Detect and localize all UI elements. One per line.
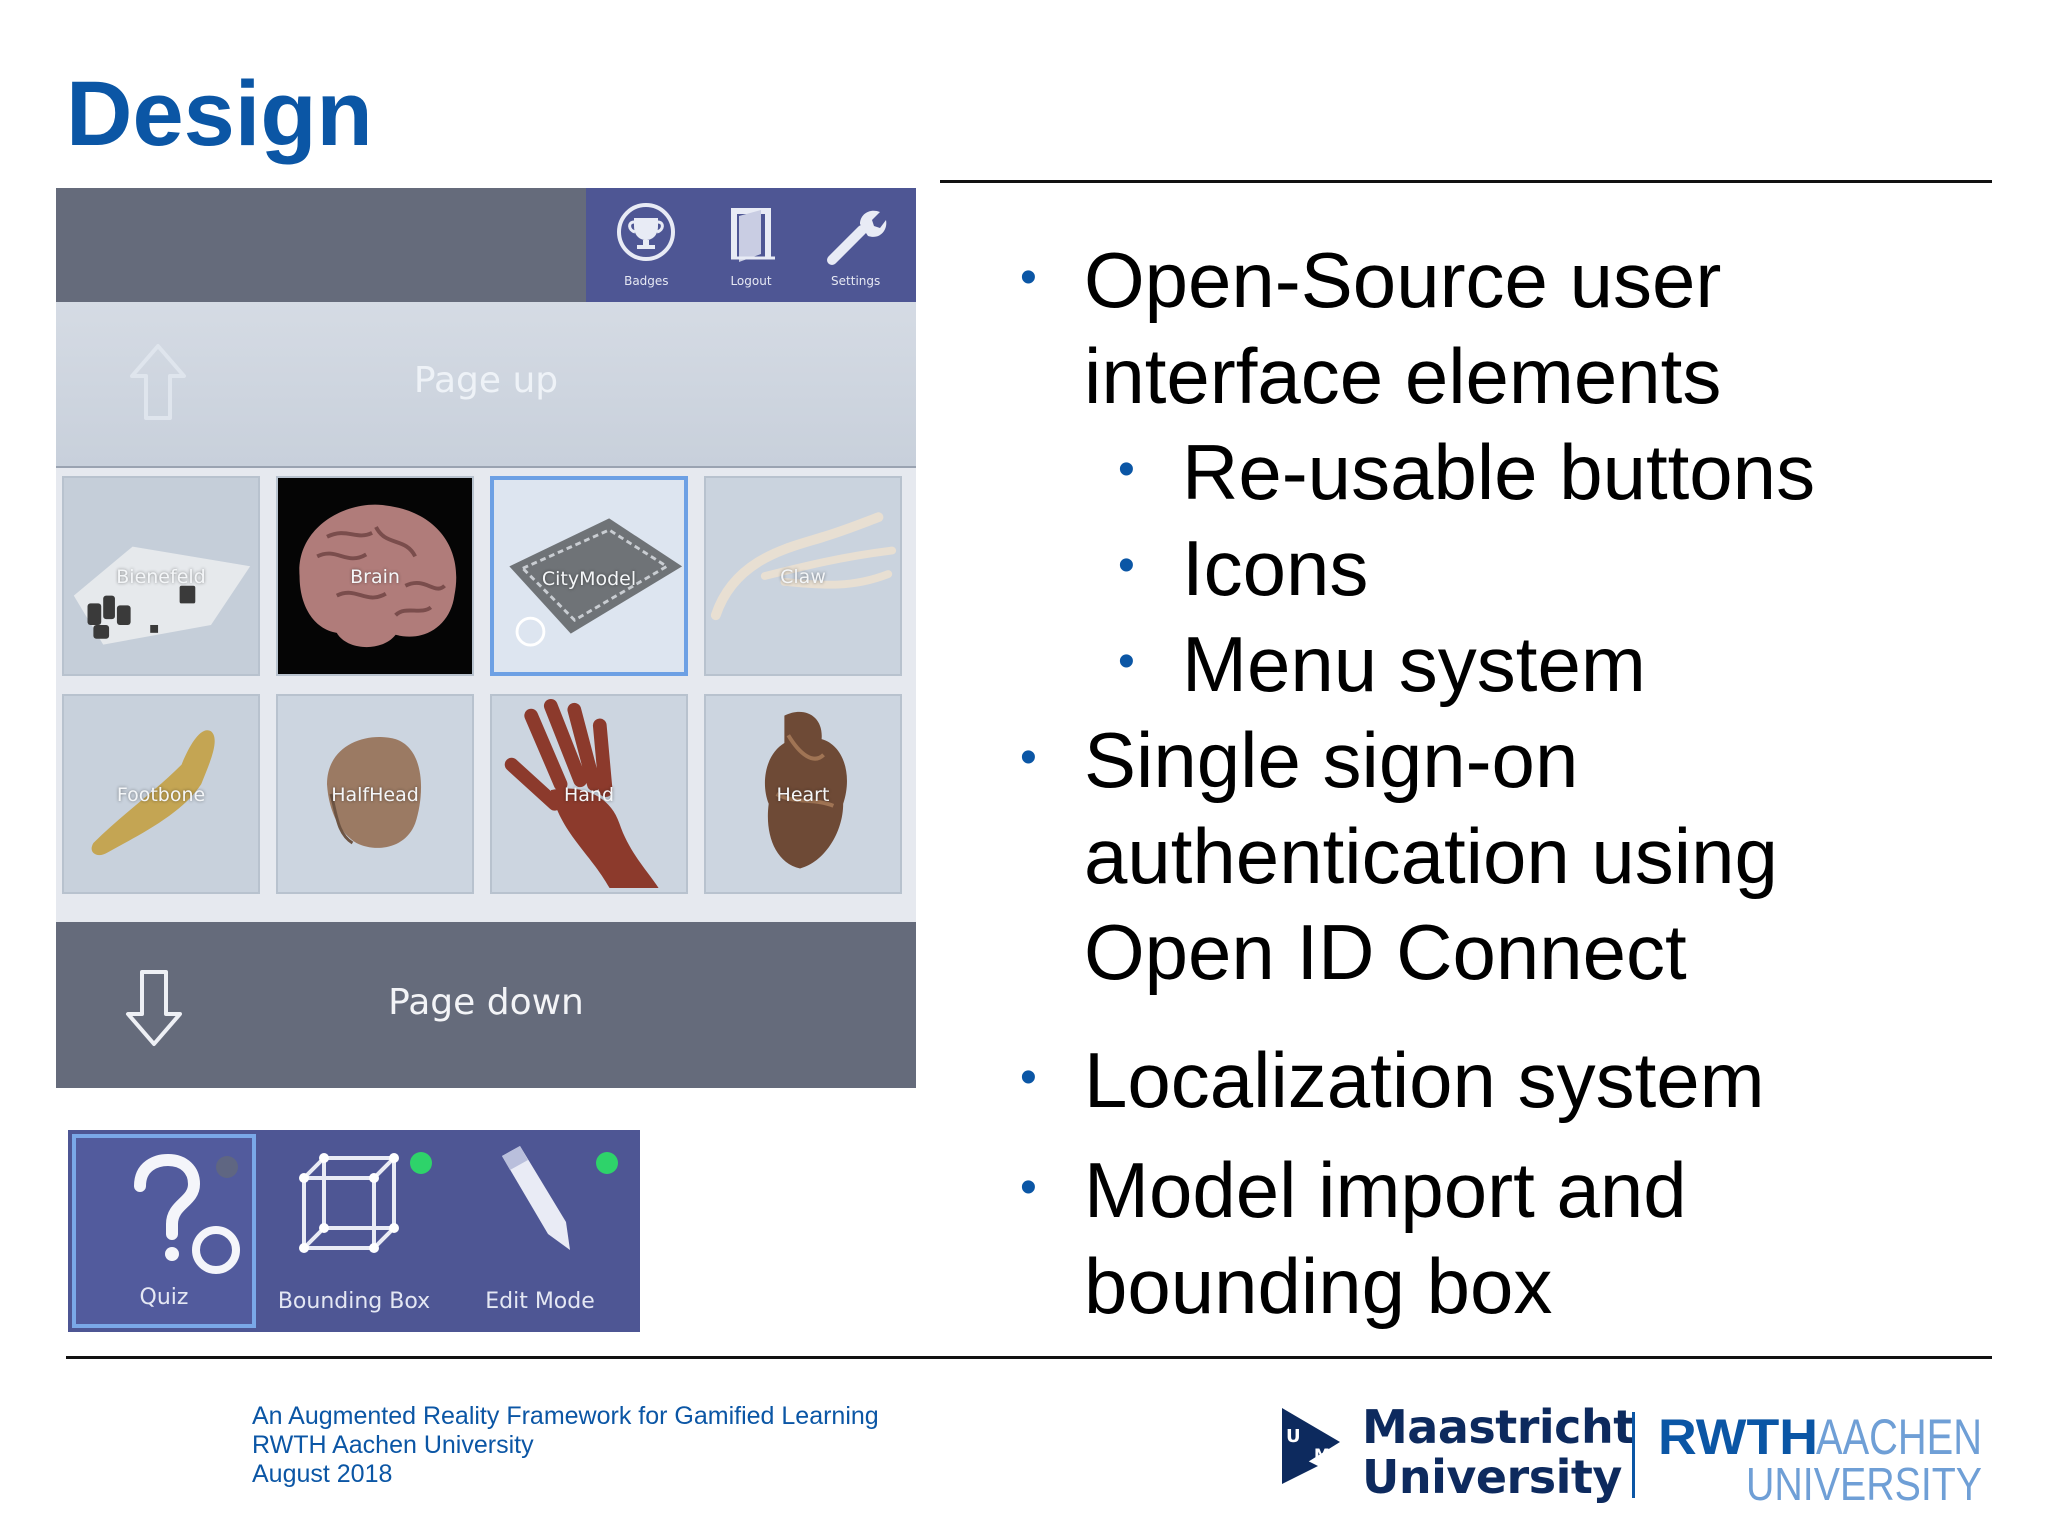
quiz-status-indicator xyxy=(216,1156,238,1178)
logout-label: Logout xyxy=(730,274,772,288)
trophy-icon xyxy=(617,203,676,261)
bounding-box-status-indicator xyxy=(410,1152,432,1174)
model-label: CityModel xyxy=(541,568,637,590)
bullet-text-line: Open ID Connect xyxy=(1084,908,1687,996)
slide-title: Design xyxy=(66,63,373,165)
rwth-bold-text: RWTH xyxy=(1658,1409,1818,1465)
um-line2: University xyxy=(1362,1450,1622,1504)
citymodel-thumbnail xyxy=(494,480,684,672)
quick-menu-bar: Quiz Bounding Box Edit Mode xyxy=(68,1130,640,1332)
bienefeld-thumbnail xyxy=(64,478,258,674)
bullet-dot: • xyxy=(1020,731,1037,784)
edit-mode-button[interactable]: Edit Mode xyxy=(448,1134,632,1328)
wrench-icon xyxy=(826,210,886,265)
bullet-text-line: Open-Source user xyxy=(1084,236,1722,324)
model-tile-heart[interactable]: Heart xyxy=(704,694,902,894)
settings-label: Settings xyxy=(831,274,881,288)
um-mark-m: M xyxy=(1314,1445,1330,1464)
model-tile-citymodel[interactable]: CityModel xyxy=(490,476,688,676)
model-label: Footbone xyxy=(116,784,206,806)
bullet-dot: • xyxy=(1118,539,1135,592)
bullet-text-line: Icons xyxy=(1182,524,1369,612)
settings-button[interactable]: Settings xyxy=(806,195,906,295)
quiz-button[interactable]: Quiz xyxy=(72,1134,256,1328)
account-toolbar: Badges Logout Settings xyxy=(586,188,916,302)
model-grid: Bienefeld Brain CityModel xyxy=(62,476,912,908)
bullet-text-line: interface elements xyxy=(1084,332,1722,420)
model-tile-halfhead[interactable]: HalfHead xyxy=(276,694,474,894)
model-tile-brain[interactable]: Brain xyxy=(276,476,474,676)
footbone-thumbnail xyxy=(64,696,258,892)
bullet-text-line: Re-usable buttons xyxy=(1182,428,1816,516)
claw-thumbnail xyxy=(706,478,900,674)
maastricht-university-wordmark: Maastricht University xyxy=(1362,1402,1635,1502)
badges-button[interactable]: Badges xyxy=(596,195,696,295)
logout-button[interactable]: Logout xyxy=(701,195,801,295)
arrow-up-icon xyxy=(130,344,186,420)
model-tile-hand[interactable]: Hand xyxy=(490,694,688,894)
bullet-dot: • xyxy=(1020,1051,1037,1104)
model-label: HalfHead xyxy=(331,784,419,806)
bullet-text-line: bounding box xyxy=(1084,1242,1553,1330)
arrow-down-icon xyxy=(126,970,182,1046)
bullet-text-line: Localization system xyxy=(1084,1036,1765,1124)
bullet-text-line: authentication using xyxy=(1084,812,1778,900)
page-down-button[interactable]: Page down xyxy=(56,922,916,1088)
model-label: Brain xyxy=(350,566,400,588)
badges-label: Badges xyxy=(624,274,669,288)
heart-thumbnail xyxy=(706,696,900,892)
rwth-aachen-logo: RWTH AACHEN UNIVERSITY xyxy=(1658,1409,1982,1504)
maastricht-university-logo-mark: U M xyxy=(1282,1408,1340,1484)
model-label: Heart xyxy=(776,784,830,806)
edit-mode-label: Edit Mode xyxy=(485,1289,595,1314)
model-tile-claw[interactable]: Claw xyxy=(704,476,902,676)
bullet-dot: • xyxy=(1020,1161,1037,1214)
bullet-text-line: Menu system xyxy=(1182,620,1646,708)
hand-thumbnail xyxy=(492,696,686,892)
footer-project-title: An Augmented Reality Framework for Gamif… xyxy=(252,1402,879,1430)
halfhead-thumbnail xyxy=(278,696,472,892)
page-up-label: Page up xyxy=(413,360,559,401)
question-icon xyxy=(134,1153,240,1274)
model-label: Bienefeld xyxy=(116,566,206,588)
model-label: Claw xyxy=(780,566,826,588)
bullet-dot: • xyxy=(1118,443,1135,496)
um-mark-u: U xyxy=(1286,1426,1301,1447)
cube-icon xyxy=(299,1153,399,1253)
bullet-dot: • xyxy=(1020,251,1037,304)
quiz-label: Quiz xyxy=(139,1285,189,1310)
um-line1: Maastricht xyxy=(1362,1400,1635,1454)
footer-date: August 2018 xyxy=(252,1460,393,1488)
logo-separator xyxy=(1632,1412,1635,1498)
footer-rule xyxy=(66,1356,1992,1359)
bullet-text-line: Model import and xyxy=(1084,1146,1687,1234)
edit-mode-status-indicator xyxy=(596,1152,618,1174)
brain-thumbnail xyxy=(278,478,472,674)
page-down-label: Page down xyxy=(388,982,584,1023)
model-tile-footbone[interactable]: Footbone xyxy=(62,694,260,894)
model-tile-bienefeld[interactable]: Bienefeld xyxy=(62,476,260,676)
bullet-text-line: Single sign-on xyxy=(1084,716,1579,804)
bullet-dot: • xyxy=(1118,635,1135,688)
pencil-icon xyxy=(502,1146,570,1250)
rwth-aachen-text: AACHEN xyxy=(1816,1409,1982,1465)
bounding-box-button[interactable]: Bounding Box xyxy=(262,1134,446,1328)
rwth-university-text: UNIVERSITY xyxy=(1746,1458,1982,1504)
footer-institution: RWTH Aachen University xyxy=(252,1431,534,1459)
model-label: Hand xyxy=(563,784,615,806)
header-rule xyxy=(940,180,1992,183)
page-up-button[interactable]: Page up xyxy=(56,302,916,468)
footer-info: An Augmented Reality Framework for Gamif… xyxy=(252,1402,879,1489)
door-icon xyxy=(730,208,775,262)
model-menu-panel: Badges Logout Settings Page up xyxy=(56,188,916,1088)
bounding-box-label: Bounding Box xyxy=(277,1289,431,1314)
